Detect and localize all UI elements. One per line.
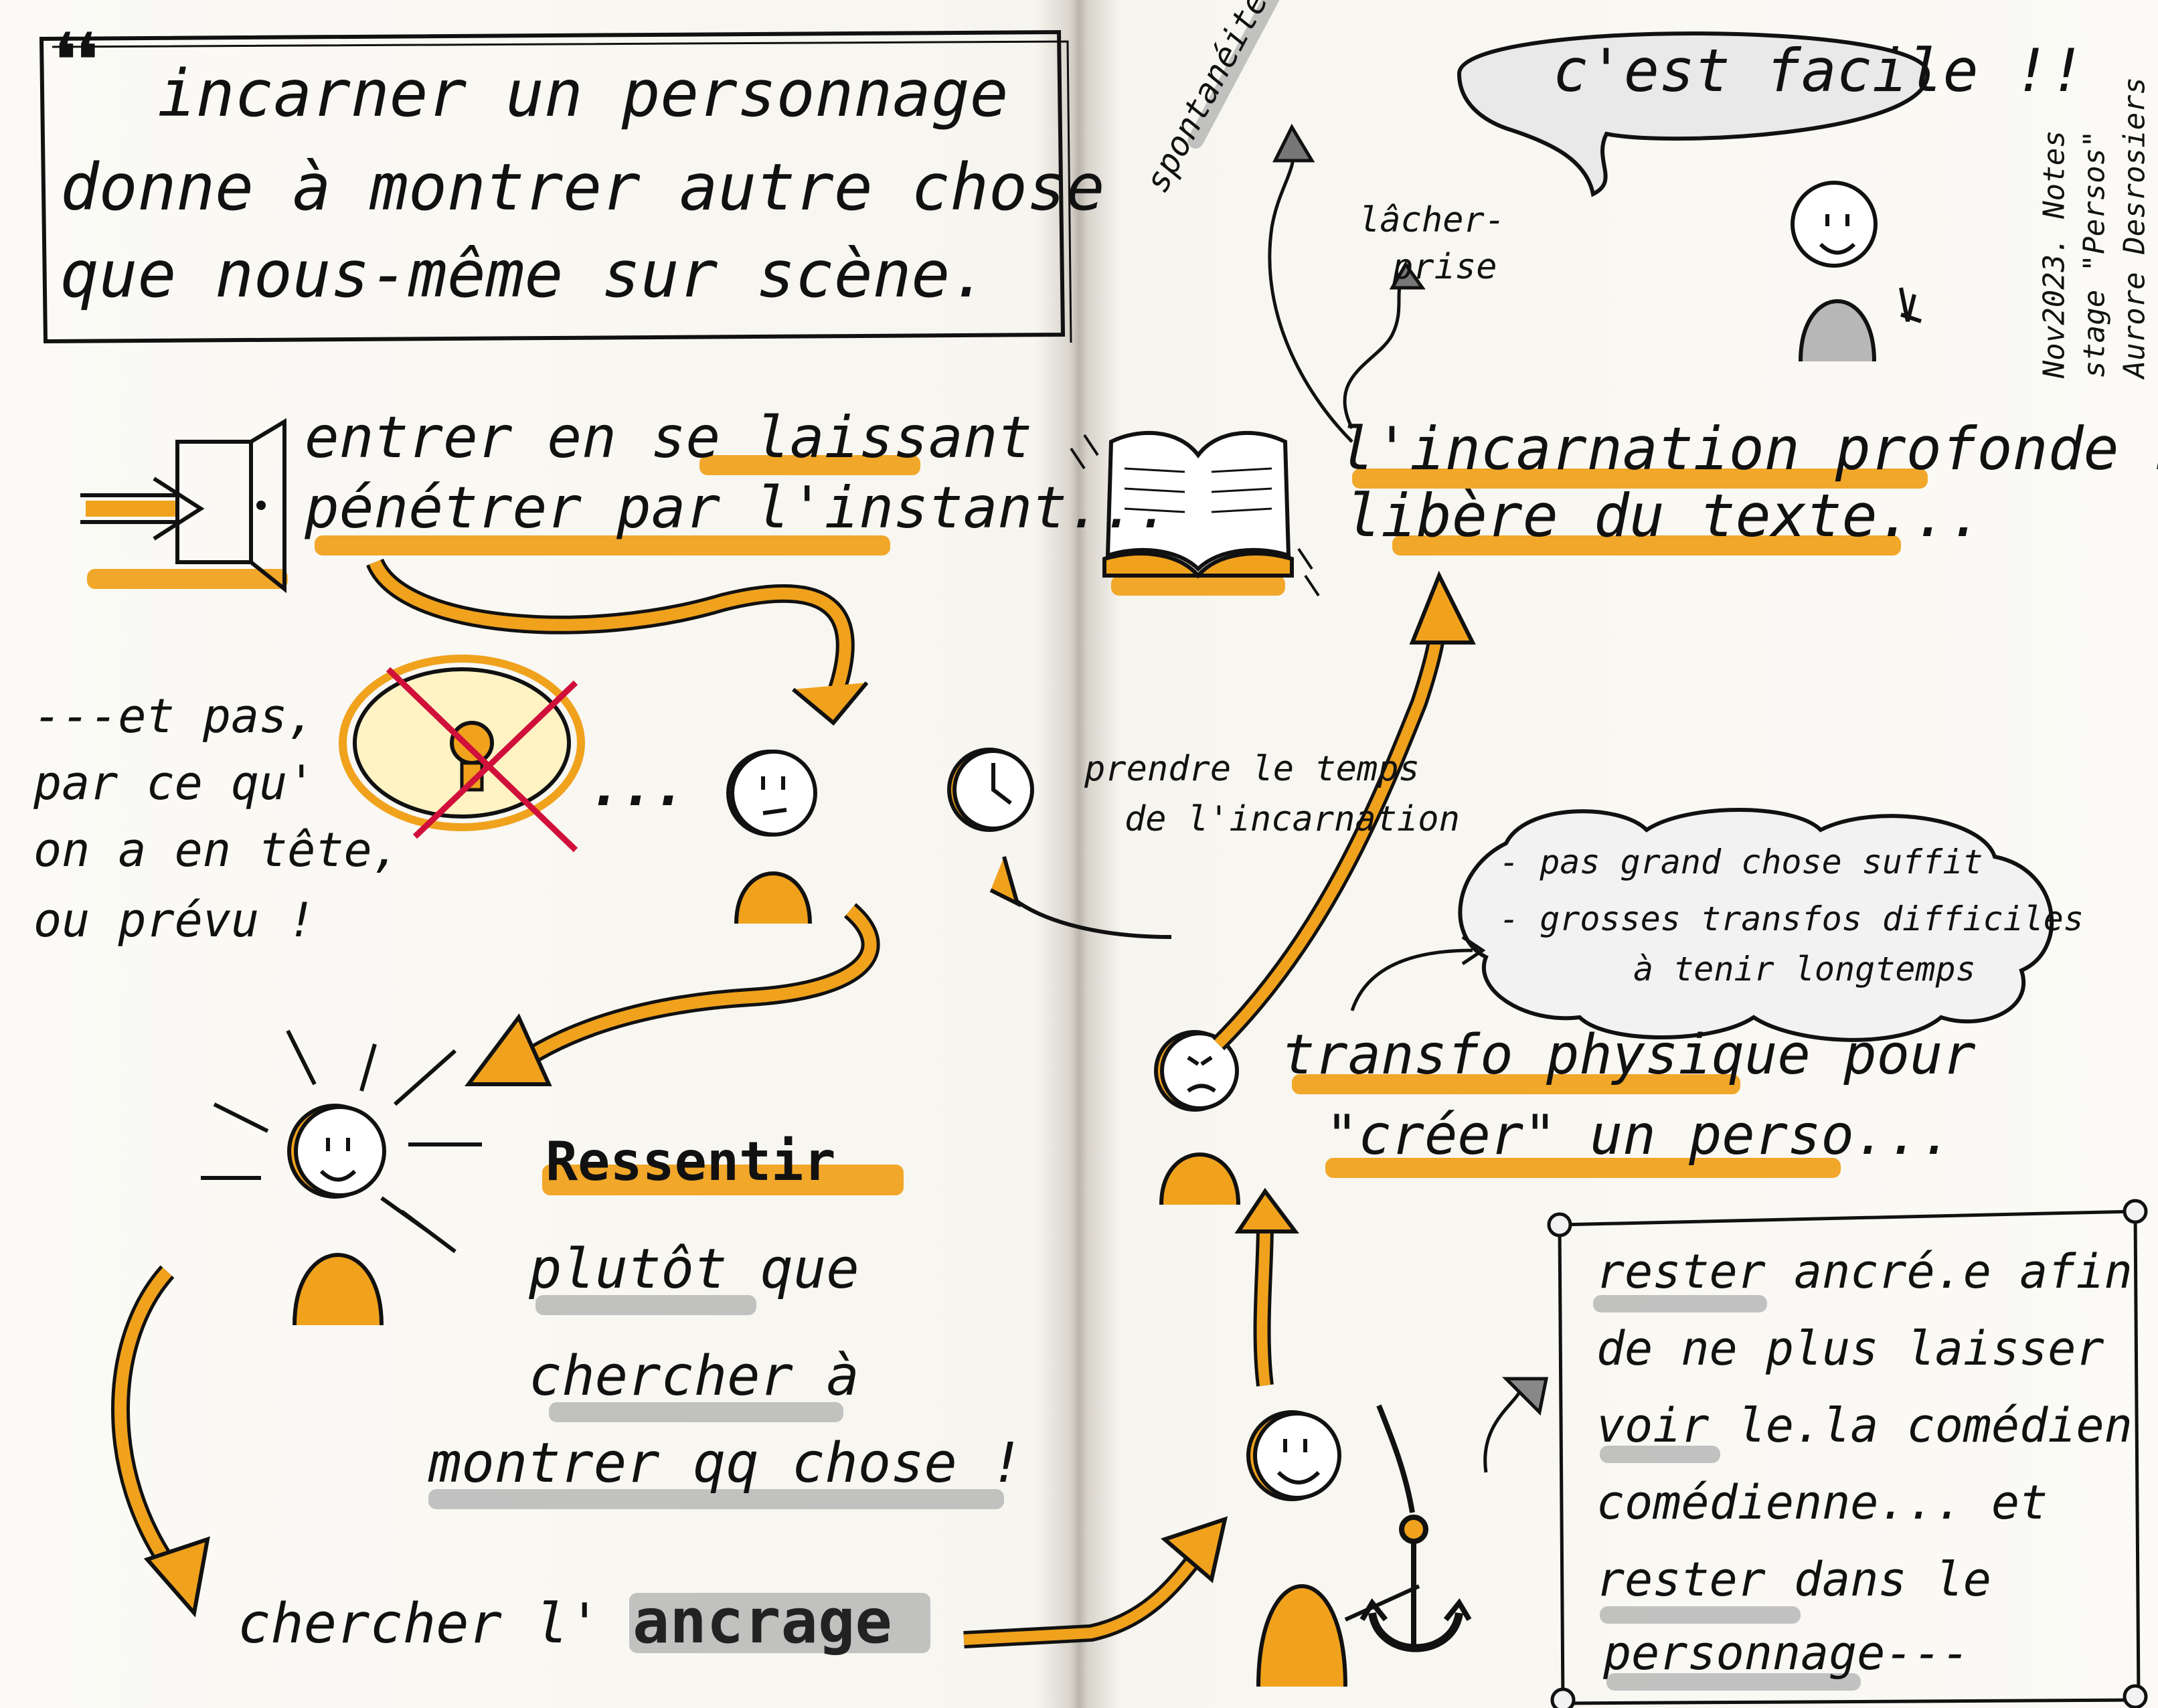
plutot-line-3: montrer qq chose !: [428, 1432, 1023, 1495]
shade-montrer: [428, 1489, 1004, 1509]
pas-line-1: ---et pas,: [33, 689, 316, 744]
highlight-creer: [1325, 1158, 1841, 1178]
clock-icon: [947, 748, 1172, 939]
cloud-line-1: - pas grand chose suffit: [1499, 843, 1983, 881]
pas-line-4: ou prévu !: [33, 893, 316, 948]
transfo-line-1: transfo physique pour: [1282, 1023, 1976, 1087]
feeling-figure: [201, 1029, 482, 1326]
highlight-book: [1111, 576, 1285, 596]
transfo-line-2: "créer" un perso...: [1325, 1104, 1953, 1167]
chercher-label: chercher l': [238, 1592, 602, 1656]
plutot-line-2: chercher à: [529, 1345, 859, 1408]
flow-arrow-3: [111, 1265, 210, 1618]
book-icon: [1070, 430, 1320, 597]
highlight-laissant: [699, 455, 920, 475]
shade-rester-2: [1600, 1606, 1801, 1624]
flow-arrow-2: [465, 903, 880, 1086]
thinking-figure: [726, 750, 817, 924]
pas-line-2: par ce qu': [33, 756, 316, 810]
thought-cloud: [1350, 808, 2054, 1042]
highlight-door: [87, 569, 288, 589]
lacher-line-1: lâcher-: [1359, 200, 1506, 240]
cloud-line-2: - grosses transfos difficiles: [1499, 900, 2084, 938]
highlight-penetrer: [315, 535, 890, 556]
highlight-transfo: [1292, 1074, 1740, 1094]
entrer-line-2: pénétrer par l'instant...: [305, 475, 1171, 541]
note-card: [1483, 1199, 2148, 1708]
temps-line-1: prendre le temps: [1084, 749, 1420, 789]
anchor-icon: [1359, 1404, 1472, 1652]
grumpy-figure: [1154, 1030, 1240, 1205]
flow-arrow-5: [1234, 1187, 1299, 1387]
rester-line-4: comédienne... et: [1596, 1475, 2048, 1530]
lacher-prise-arrows: [1268, 123, 1426, 443]
flow-arrow-4: [963, 1516, 1228, 1648]
flow-arrow-1: [366, 558, 869, 726]
highlight-ressentir: [542, 1165, 904, 1195]
plutot-line-1: plutôt que: [529, 1237, 859, 1301]
incarnation-line-1: l'incarnation profonde nous: [1339, 414, 2158, 483]
door-icon: [80, 418, 286, 594]
meta-line-1: Nov2023. Notes: [2037, 130, 2072, 379]
meta-line-2: stage "Persos": [2077, 130, 2112, 379]
shade-rester-1: [1593, 1295, 1767, 1312]
door-arrow-fill: [86, 501, 175, 517]
entrer-line-1: entrer en se laissant: [305, 404, 1033, 471]
anchor-figure: [1246, 1410, 1420, 1687]
lacher-line-2: prise: [1392, 247, 1497, 287]
meta-line-3: Aurore Desrosiers: [2117, 76, 2152, 379]
incarnation-line-2: libère du texte...: [1345, 481, 1984, 550]
thought-dots: ...: [589, 756, 686, 818]
shade-voir: [1600, 1446, 1720, 1463]
quote-mark: ❝: [47, 13, 108, 129]
rester-line-5: rester dans le: [1596, 1552, 1992, 1607]
quote-line-3: que nous-même sur scène.: [60, 237, 989, 312]
crossed-bulb-icon: [339, 655, 585, 853]
shade-ancrage: [629, 1593, 930, 1653]
shade-plutot: [535, 1295, 756, 1315]
flow-arrow-6: [1212, 570, 1476, 1051]
cloud-line-3: à tenir longtemps: [1633, 950, 1976, 989]
highlight-libere: [1392, 535, 1901, 556]
highlight-incarnation: [1352, 468, 1928, 489]
quote-line-1: incarner un personnage: [157, 56, 1009, 131]
quote-box: [39, 29, 1072, 344]
facile-label: c'est facile !!: [1553, 36, 2085, 105]
temps-line-2: de l'incarnation: [1125, 799, 1460, 839]
pas-line-3: on a en tête,: [33, 823, 400, 877]
rester-line-3: voir le.la comédien: [1596, 1398, 2133, 1453]
rester-line-6: personnage---: [1603, 1626, 1970, 1681]
rester-line-1: rester ancré.e afin: [1596, 1244, 2133, 1299]
ancrage-label: ancrage: [633, 1586, 892, 1657]
speech-bubble: [1457, 31, 1930, 197]
ressentir-label: Ressentir: [546, 1130, 836, 1193]
happy-figure: [1791, 181, 1922, 362]
rester-line-2: de ne plus laisser: [1596, 1321, 2104, 1376]
shade-chercher: [549, 1402, 843, 1422]
shade-personnage: [1606, 1673, 1861, 1691]
quote-line-2: donne à montrer autre chose: [60, 150, 1105, 225]
